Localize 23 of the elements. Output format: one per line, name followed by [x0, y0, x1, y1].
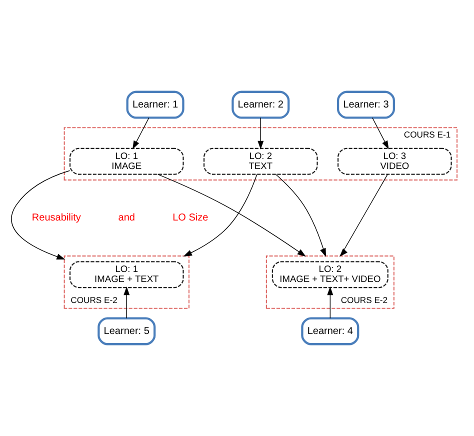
- node-box: Learner: 4: [301, 317, 360, 346]
- arrow: [275, 174, 326, 257]
- arrow: [327, 286, 334, 319]
- node-box: LO: 1 IMAGE: [69, 148, 184, 175]
- arrow: [372, 117, 389, 150]
- node-box: LO: 2 IMAGE + TEXT+ VIDEO: [272, 261, 388, 288]
- arrow: [157, 174, 306, 257]
- arrow: [258, 117, 264, 150]
- node-box: Learner: 5: [98, 317, 156, 346]
- arrow: [124, 286, 130, 319]
- arrow: [132, 117, 150, 150]
- node-box: LO: 1 IMAGE + TEXT: [69, 261, 184, 288]
- node-box: Learner: 1: [126, 90, 184, 119]
- label: LO Size: [172, 212, 208, 224]
- node-box: Learner: 3: [336, 90, 396, 119]
- node-box: Learner: 2: [232, 90, 290, 119]
- node-box: LO: 2 TEXT: [203, 148, 318, 175]
- label: and: [118, 212, 135, 224]
- arrow: [339, 174, 388, 257]
- arrow: [11, 170, 70, 260]
- arrow: [183, 174, 258, 256]
- node-box: LO: 3 VIDEO: [337, 148, 452, 175]
- label: Reusability: [32, 212, 81, 224]
